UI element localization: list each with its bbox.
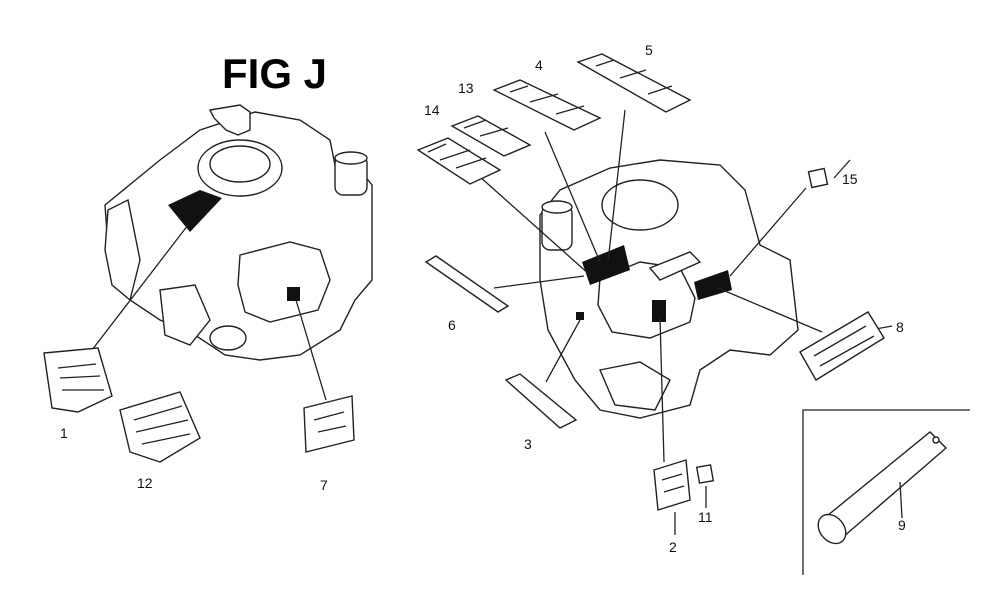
part-15-tag: [807, 167, 829, 189]
callout-3: 3: [524, 436, 532, 452]
part-14-decal: [416, 137, 502, 185]
label-patch-front: [652, 300, 666, 322]
part-9-tool-box: [802, 409, 970, 575]
part-3-strip: [504, 373, 578, 429]
part-13-decal: [450, 115, 532, 157]
label-patch-main: [582, 245, 630, 285]
label-patch-side: [287, 287, 300, 301]
callout-14: 14: [424, 102, 440, 118]
callout-13: 13: [458, 80, 474, 96]
part-12-emblem: [119, 391, 201, 463]
part-8-plate: [799, 311, 885, 381]
part-7-label: [303, 395, 355, 453]
part-11-tag: [695, 464, 715, 484]
callout-12: 12: [137, 475, 153, 491]
callout-1: 1: [60, 425, 68, 441]
callout-9: 9: [898, 517, 906, 533]
part-2-label: [653, 459, 691, 511]
callout-5: 5: [645, 42, 653, 58]
part-5-decal: [576, 53, 692, 113]
callout-7: 7: [320, 477, 328, 493]
label-patch-right: [694, 270, 732, 300]
callout-6: 6: [448, 317, 456, 333]
part-6-strip: [424, 255, 510, 313]
left-engine: [104, 104, 373, 361]
part-1-emblem: [43, 347, 113, 413]
part-4-decal: [492, 79, 602, 131]
callout-11: 11: [698, 509, 713, 525]
callout-8: 8: [896, 319, 904, 335]
right-engine: [539, 159, 799, 419]
callout-4: 4: [535, 57, 543, 73]
callout-15: 15: [842, 171, 858, 187]
label-patch-top: [168, 190, 222, 232]
callout-2: 2: [669, 539, 677, 555]
figure-title: FIG J: [222, 50, 327, 97]
